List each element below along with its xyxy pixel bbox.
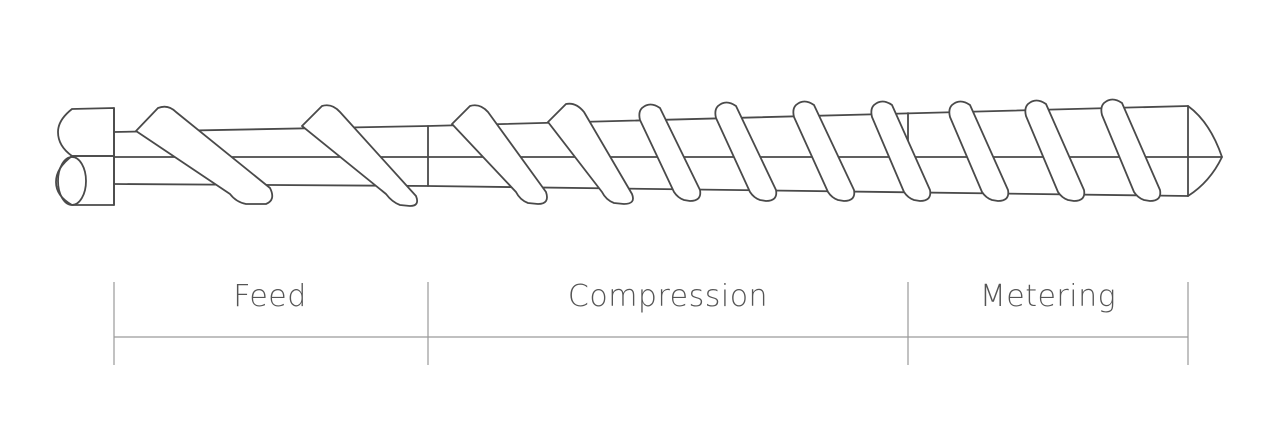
flight bbox=[451, 104, 548, 205]
zone-dimension-lines bbox=[113, 282, 1189, 365]
flight bbox=[547, 102, 634, 205]
zone-label-feed: Feed bbox=[233, 279, 307, 314]
flight bbox=[714, 101, 778, 202]
screw-shank bbox=[55, 107, 115, 206]
screw-flights bbox=[135, 98, 1162, 207]
flight bbox=[948, 100, 1010, 202]
flight bbox=[792, 100, 856, 202]
zone-label-metering: Metering bbox=[980, 279, 1116, 314]
flight bbox=[870, 100, 932, 202]
flight bbox=[1100, 98, 1162, 202]
flight bbox=[135, 105, 274, 205]
flight bbox=[638, 103, 702, 202]
flight bbox=[1024, 99, 1086, 202]
zone-label-compression: Compression bbox=[568, 279, 768, 314]
flight bbox=[301, 104, 419, 207]
screw-tip bbox=[1187, 105, 1223, 197]
